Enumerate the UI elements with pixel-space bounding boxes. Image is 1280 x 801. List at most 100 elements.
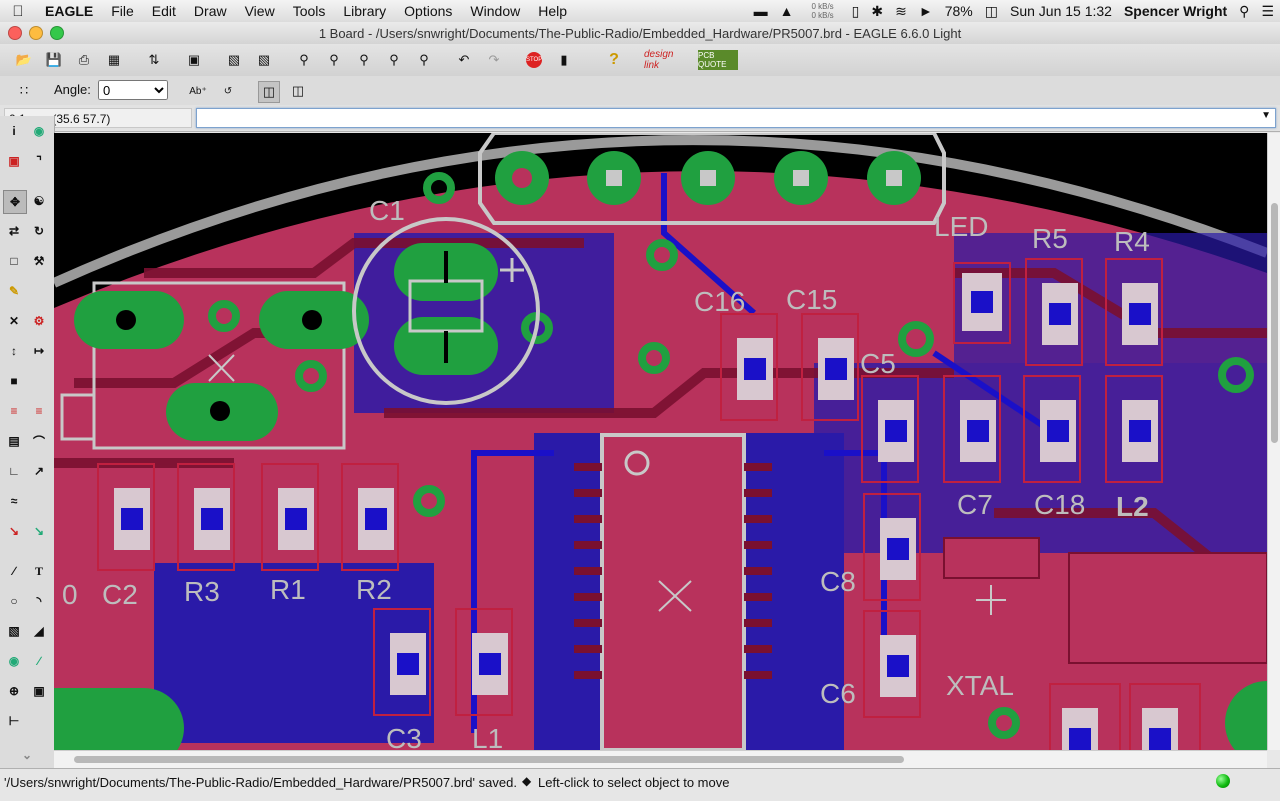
line-icon[interactable]: ∕ bbox=[12, 564, 15, 578]
polygon-icon[interactable]: ◢ bbox=[34, 624, 44, 638]
save-icon[interactable]: 💾 bbox=[45, 52, 63, 67]
stop-icon[interactable]: STOP bbox=[524, 50, 544, 70]
minimize-window-button[interactable] bbox=[29, 26, 43, 40]
text-rotate-icon[interactable]: ↺ bbox=[223, 85, 233, 97]
command-line[interactable]: ▼ bbox=[196, 108, 1276, 129]
zoom-redraw-icon[interactable]: ⚲ bbox=[389, 52, 399, 67]
rotate-icon[interactable]: ↻ bbox=[33, 224, 45, 238]
group-icon[interactable]: □ bbox=[10, 254, 18, 268]
layout-mode-a-icon[interactable]: ◫ bbox=[258, 81, 280, 103]
name-icon[interactable]: ■ bbox=[10, 374, 18, 388]
menu-window[interactable]: Window bbox=[470, 3, 521, 19]
vertical-scrollbar[interactable] bbox=[1267, 133, 1280, 750]
wifi-icon[interactable]: ≋ bbox=[895, 2, 907, 19]
status-led-icon[interactable] bbox=[1216, 774, 1230, 788]
zoom-out-icon[interactable]: ⚲ bbox=[359, 52, 369, 67]
menu-tools[interactable]: Tools bbox=[292, 3, 326, 19]
open-icon[interactable]: 📂 bbox=[15, 52, 33, 67]
title-bar: 1 Board - /Users/snwright/Documents/The-… bbox=[0, 22, 1280, 44]
bluetooth-icon[interactable]: ✱ bbox=[871, 2, 884, 19]
miter-icon[interactable]: ▤ bbox=[8, 434, 20, 448]
hat-icon[interactable]: ▲ bbox=[779, 3, 794, 19]
close-window-button[interactable] bbox=[8, 26, 22, 40]
replace-icon[interactable]: ↕ bbox=[11, 344, 17, 358]
cam-icon[interactable]: ▦ bbox=[107, 52, 121, 67]
ratsnest-icon[interactable]: ↘ bbox=[33, 524, 45, 538]
wire-icon[interactable]: ↘ bbox=[8, 524, 20, 538]
board-canvas[interactable]: C1 LED R5 R4 C16 C15 C5 C7 C18 L2 R3 R1 … bbox=[54, 133, 1267, 750]
mirror-icon[interactable]: ⇄ bbox=[8, 224, 20, 238]
add-icon[interactable]: ⚙ bbox=[33, 314, 45, 328]
value-icon[interactable]: ≡ bbox=[10, 404, 18, 418]
go-icon[interactable]: ▮ bbox=[560, 52, 568, 67]
menu-help[interactable]: Help bbox=[538, 3, 568, 19]
grid-icon[interactable]: ∷ bbox=[19, 83, 29, 98]
attribute-icon[interactable]: ▣ bbox=[33, 684, 45, 698]
arc-icon[interactable]: ◝ bbox=[36, 594, 42, 608]
rect-icon[interactable]: ▧ bbox=[8, 624, 20, 638]
menu-options[interactable]: Options bbox=[404, 3, 453, 19]
undo-icon[interactable]: ↶ bbox=[458, 52, 470, 67]
show-icon[interactable]: ◉ bbox=[33, 124, 45, 138]
command-input[interactable] bbox=[201, 109, 1255, 129]
print-icon[interactable]: ⎙ bbox=[78, 52, 90, 67]
dash-icon[interactable]: ▬ bbox=[753, 3, 768, 19]
display-icon[interactable]: ▣ bbox=[8, 154, 20, 168]
scr-icon[interactable]: ▧ bbox=[227, 52, 241, 67]
menu-file[interactable]: File bbox=[111, 3, 134, 19]
change-icon[interactable]: ⚒ bbox=[33, 254, 45, 268]
hole-icon[interactable]: ⊕ bbox=[8, 684, 20, 698]
info-icon[interactable]: i bbox=[12, 124, 16, 138]
delete-icon[interactable]: ✕ bbox=[8, 314, 20, 328]
notification-icon[interactable]: ☰ bbox=[1261, 2, 1274, 19]
spotlight-icon[interactable]: ⚲ bbox=[1239, 2, 1250, 19]
menu-library[interactable]: Library bbox=[343, 3, 387, 19]
paste-icon[interactable]: ✎ bbox=[8, 284, 20, 298]
optimize-icon[interactable]: ∟ bbox=[8, 464, 20, 478]
zoom-window-button[interactable] bbox=[50, 26, 64, 40]
vertical-scroll-thumb[interactable] bbox=[1271, 203, 1278, 443]
battery-icon[interactable]: ◫ bbox=[984, 2, 998, 19]
split-icon[interactable]: ⌒ bbox=[32, 434, 45, 449]
user-name[interactable]: Spencer Wright bbox=[1123, 3, 1228, 19]
circle-icon[interactable]: ○ bbox=[10, 594, 18, 608]
more-tools-icon[interactable]: ⌄ bbox=[21, 748, 33, 762]
horizontal-scroll-thumb[interactable] bbox=[74, 756, 904, 763]
help-icon[interactable]: ? bbox=[609, 51, 619, 68]
design-link-icon[interactable]: design link bbox=[644, 49, 674, 71]
mark-icon[interactable]: ⌝ bbox=[36, 154, 42, 168]
via-icon[interactable]: ◉ bbox=[8, 654, 20, 668]
angle-select[interactable]: 0 bbox=[98, 80, 168, 100]
phone-icon[interactable]: ▯ bbox=[851, 2, 860, 19]
zoom-fit-icon[interactable]: ⚲ bbox=[299, 52, 309, 67]
script-icon[interactable]: ⇅ bbox=[148, 52, 160, 67]
zoom-select-icon[interactable]: ⚲ bbox=[419, 52, 429, 67]
chevron-down-icon[interactable]: ▼ bbox=[1261, 110, 1271, 121]
lock-icon[interactable]: ↦ bbox=[33, 344, 45, 358]
zoom-in-icon[interactable]: ⚲ bbox=[329, 52, 339, 67]
clock[interactable]: Sun Jun 15 1:32 bbox=[1009, 3, 1112, 19]
ripup-icon[interactable]: ≈ bbox=[10, 494, 18, 508]
route-icon[interactable]: ↗ bbox=[33, 464, 45, 478]
battery-percent[interactable]: 78% bbox=[944, 3, 973, 19]
text-icon[interactable]: T bbox=[34, 563, 43, 578]
horizontal-scrollbar[interactable] bbox=[54, 750, 1267, 769]
menu-view[interactable]: View bbox=[244, 3, 275, 19]
text-ratio-icon[interactable]: Ab⁺ bbox=[189, 85, 207, 97]
menu-edit[interactable]: Edit bbox=[151, 3, 176, 19]
menu-draw[interactable]: Draw bbox=[193, 3, 227, 19]
pcb-drawing[interactable]: C1 LED R5 R4 C16 C15 C5 C7 C18 L2 R3 R1 … bbox=[54, 133, 1267, 750]
layout-mode-b-icon[interactable]: ◫ bbox=[291, 83, 305, 98]
dimension-icon[interactable]: ⊢ bbox=[8, 714, 20, 728]
copy-icon[interactable]: ☯ bbox=[33, 194, 45, 208]
volume-icon[interactable]: ► bbox=[918, 3, 933, 19]
board-icon[interactable]: ▣ bbox=[187, 52, 201, 67]
pcb-quote-icon[interactable]: PCB QUOTE bbox=[698, 50, 738, 70]
apple-icon[interactable]:  bbox=[0, 3, 36, 20]
redo-icon[interactable]: ↷ bbox=[488, 52, 500, 67]
menu-eagle[interactable]: EAGLE bbox=[45, 3, 94, 19]
move-icon[interactable]: ✥ bbox=[3, 190, 27, 214]
ulp-icon[interactable]: ▧ bbox=[257, 52, 271, 67]
signal-icon[interactable]: ∕ bbox=[37, 654, 40, 668]
smash-icon[interactable]: ≡ bbox=[35, 404, 43, 418]
